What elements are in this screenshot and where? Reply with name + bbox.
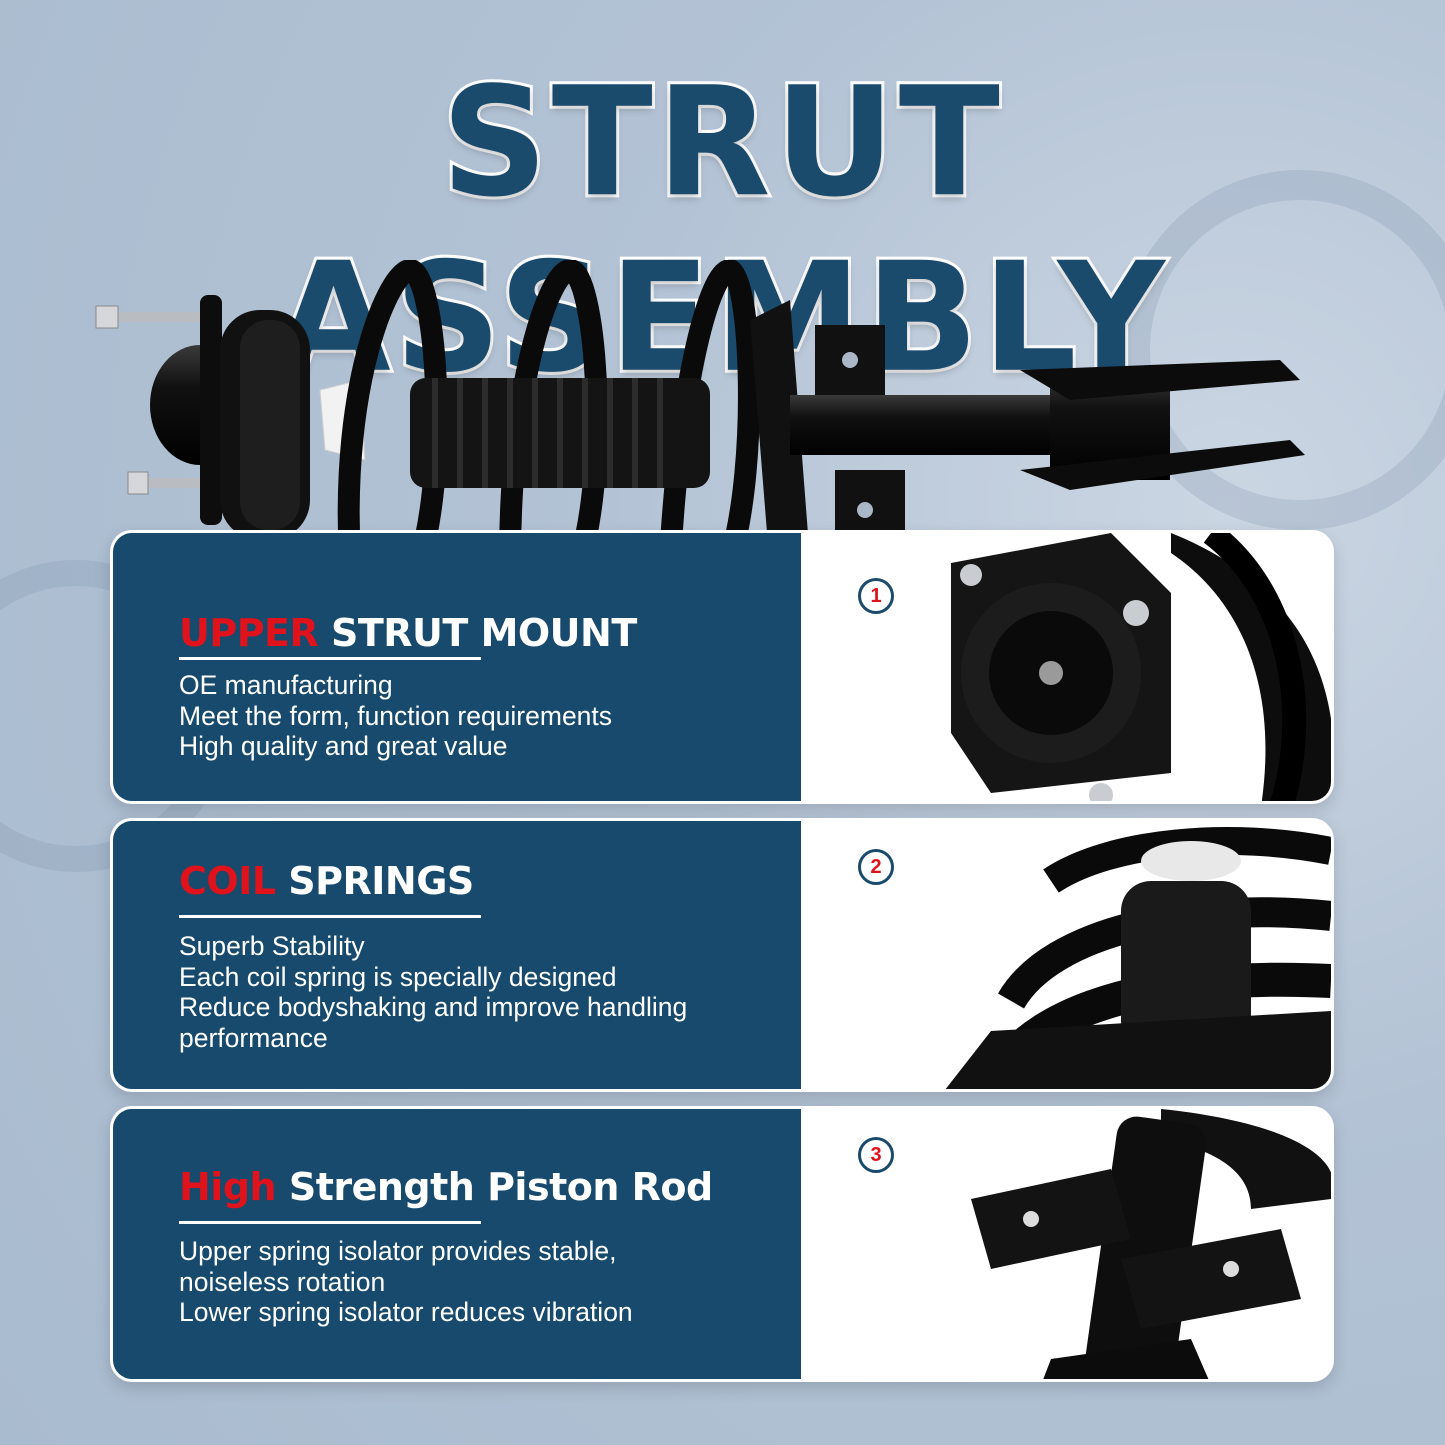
feature-panel-coil-springs: COIL SPRINGS Superb Stability Each coil …: [110, 818, 1334, 1092]
feature-text-area: High Strength Piston Rod Upper spring is…: [113, 1109, 801, 1379]
title-underline: [179, 657, 481, 660]
feature-description: Upper spring isolator provides stable, n…: [179, 1236, 633, 1327]
feature-number-badge: 2: [858, 849, 894, 885]
feature-title: UPPER STRUT MOUNT: [179, 611, 637, 655]
feature-title: COIL SPRINGS: [179, 859, 474, 903]
piston-rod-image: [971, 1109, 1331, 1379]
feature-image-area: 3: [801, 1109, 1331, 1379]
coil-spring-image: [945, 827, 1331, 1089]
feature-description: OE manufacturing Meet the form, function…: [179, 670, 613, 761]
feature-panel-piston-rod: High Strength Piston Rod Upper spring is…: [110, 1106, 1334, 1382]
feature-text-area: COIL SPRINGS Superb Stability Each coil …: [113, 821, 801, 1089]
title-underline: [179, 1221, 481, 1224]
feature-title: High Strength Piston Rod: [179, 1165, 713, 1209]
feature-image-area: 1: [801, 533, 1331, 801]
feature-image-area: 2: [801, 821, 1331, 1089]
feature-number-badge: 1: [858, 578, 894, 614]
feature-panel-upper-strut-mount: UPPER STRUT MOUNT OE manufacturing Meet …: [110, 530, 1334, 804]
feature-description: Superb Stability Each coil spring is spe…: [179, 931, 688, 1053]
upper-strut-mount-image: [951, 533, 1331, 801]
strut-assembly-image: [95, 260, 1305, 570]
feature-number-badge: 3: [858, 1137, 894, 1173]
title-underline: [179, 915, 481, 918]
feature-text-area: UPPER STRUT MOUNT OE manufacturing Meet …: [113, 533, 801, 801]
